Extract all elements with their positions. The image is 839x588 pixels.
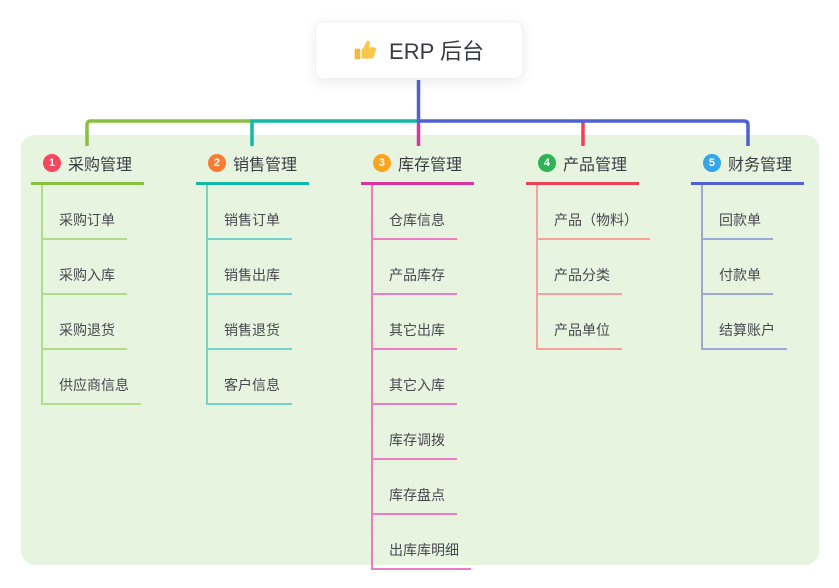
branches-panel — [21, 135, 819, 565]
list-item: 销售订单 — [206, 185, 309, 240]
list-item: 产品（物料） — [536, 185, 650, 240]
node-product-category[interactable]: 产品分类 — [536, 265, 622, 295]
node-sales-return[interactable]: 销售退货 — [206, 320, 292, 350]
badge-3: 3 — [372, 154, 391, 172]
branch-product: 4 产品管理 产品（物料） 产品分类 产品单位 — [526, 148, 650, 350]
branch-purchase-child-line — [41, 185, 43, 405]
badge-2: 2 — [207, 154, 226, 172]
branch-finance: 5 财务管理 回款单 付款单 结算账户 — [691, 148, 804, 350]
list-item: 其它入库 — [371, 350, 474, 405]
branch-finance-children: 回款单 付款单 结算账户 — [691, 185, 804, 350]
badge-5: 5 — [702, 154, 721, 172]
list-item: 销售退货 — [206, 295, 309, 350]
branch-sales-label: 销售管理 — [232, 157, 297, 174]
branch-inventory-node[interactable]: 3 库存管理 — [361, 148, 474, 185]
branch-sales-child-line — [206, 185, 208, 405]
list-item: 采购订单 — [41, 185, 144, 240]
node-sales-order[interactable]: 销售订单 — [206, 210, 292, 240]
list-item: 客户信息 — [206, 350, 309, 405]
node-settlement-account[interactable]: 结算账户 — [701, 320, 787, 350]
list-item: 产品库存 — [371, 240, 474, 295]
node-product-stock[interactable]: 产品库存 — [371, 265, 457, 295]
node-purchase-return[interactable]: 采购退货 — [41, 320, 127, 350]
node-purchase-inbound[interactable]: 采购入库 — [41, 265, 127, 295]
branch-inventory-child-line — [371, 185, 373, 570]
node-purchase-order[interactable]: 采购订单 — [41, 210, 127, 240]
list-item: 采购退货 — [41, 295, 144, 350]
branch-sales-children: 销售订单 销售出库 销售退货 客户信息 — [196, 185, 309, 405]
branch-purchase-node[interactable]: 1 采购管理 — [31, 148, 144, 185]
list-item: 采购入库 — [41, 240, 144, 295]
list-item: 产品单位 — [536, 295, 639, 350]
list-item: 库存调拨 — [371, 405, 474, 460]
branch-product-child-line — [536, 185, 538, 350]
list-item: 仓库信息 — [371, 185, 474, 240]
list-item: 结算账户 — [701, 295, 804, 350]
root-node-erp[interactable]: ERP 后台 — [315, 21, 523, 79]
node-product-material[interactable]: 产品（物料） — [536, 210, 650, 240]
branch-finance-child-line — [701, 185, 703, 350]
list-item: 销售出库 — [206, 240, 309, 295]
node-warehouse-info[interactable]: 仓库信息 — [371, 210, 457, 240]
thumbs-up-icon — [354, 40, 377, 59]
branch-sales: 2 销售管理 销售订单 销售出库 销售退货 客户信息 — [196, 148, 309, 405]
list-item: 库存盘点 — [371, 460, 474, 515]
node-supplier-info[interactable]: 供应商信息 — [41, 375, 141, 405]
branch-product-children: 产品（物料） 产品分类 产品单位 — [526, 185, 650, 350]
branch-product-node[interactable]: 4 产品管理 — [526, 148, 639, 185]
branch-finance-label: 财务管理 — [727, 157, 792, 174]
node-payment-bill[interactable]: 付款单 — [701, 265, 773, 295]
node-customer-info[interactable]: 客户信息 — [206, 375, 292, 405]
node-other-inbound[interactable]: 其它入库 — [371, 375, 457, 405]
node-other-outbound[interactable]: 其它出库 — [371, 320, 457, 350]
list-item: 出库库明细 — [371, 515, 474, 570]
badge-4: 4 — [537, 154, 556, 172]
branch-purchase-label: 采购管理 — [67, 157, 132, 174]
branch-purchase: 1 采购管理 采购订单 采购入库 采购退货 供应商信息 — [31, 148, 144, 405]
branch-inventory: 3 库存管理 仓库信息 产品库存 其它出库 其它入库 库存调拨 库存盘点 — [361, 148, 474, 570]
list-item: 回款单 — [701, 185, 804, 240]
branch-product-label: 产品管理 — [562, 157, 627, 174]
branch-inventory-label: 库存管理 — [397, 157, 462, 174]
list-item: 供应商信息 — [41, 350, 144, 405]
node-sales-outbound[interactable]: 销售出库 — [206, 265, 292, 295]
node-stock-taking[interactable]: 库存盘点 — [371, 485, 457, 515]
branch-sales-node[interactable]: 2 销售管理 — [196, 148, 309, 185]
node-stock-transfer[interactable]: 库存调拨 — [371, 430, 457, 460]
branch-finance-node[interactable]: 5 财务管理 — [691, 148, 804, 185]
branch-purchase-children: 采购订单 采购入库 采购退货 供应商信息 — [31, 185, 144, 405]
root-node-label: ERP 后台 — [389, 39, 484, 64]
branch-inventory-children: 仓库信息 产品库存 其它出库 其它入库 库存调拨 库存盘点 出库库明细 — [361, 185, 474, 570]
node-product-unit[interactable]: 产品单位 — [536, 320, 622, 350]
list-item: 其它出库 — [371, 295, 474, 350]
list-item: 付款单 — [701, 240, 804, 295]
badge-1: 1 — [42, 154, 61, 172]
node-outbound-detail[interactable]: 出库库明细 — [371, 540, 471, 570]
list-item: 产品分类 — [536, 240, 639, 295]
node-receipt-bill[interactable]: 回款单 — [701, 210, 773, 240]
